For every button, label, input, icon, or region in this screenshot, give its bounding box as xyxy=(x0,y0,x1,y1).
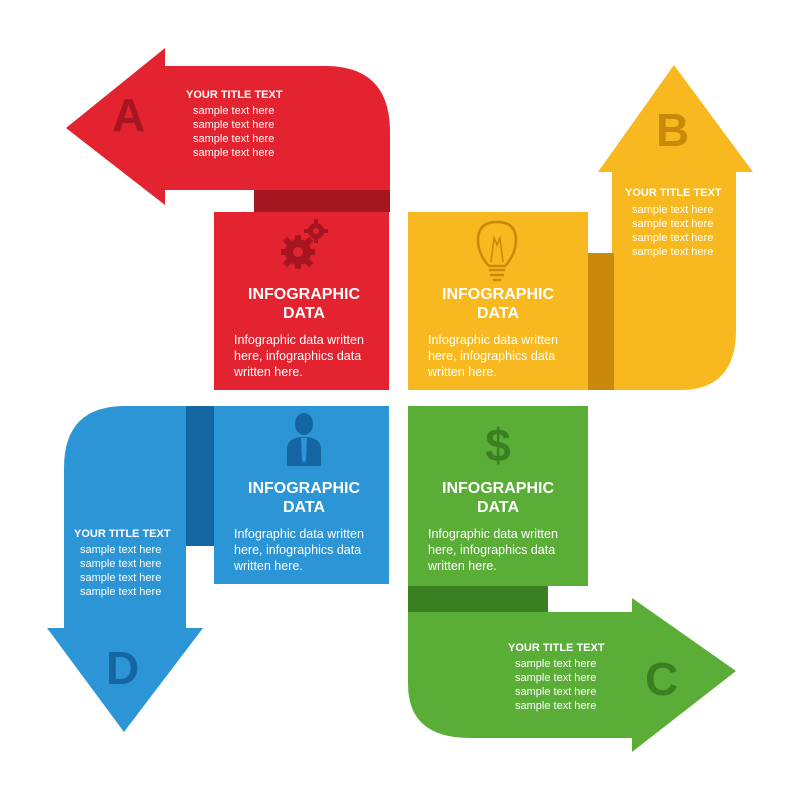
box-red-body-line: written here. xyxy=(234,365,303,379)
box-green: INFOGRAPHIC DATA Infographic data writte… xyxy=(408,406,581,584)
box-blue-body: Infographic data written here, infograph… xyxy=(234,526,384,574)
arrow-c-shape xyxy=(408,598,736,752)
dollar-icon: $ xyxy=(485,419,511,471)
box-green-heading-line: DATA xyxy=(476,499,520,516)
arrow-b-fold xyxy=(588,253,614,390)
arrow-d-line: sample text here xyxy=(80,586,162,598)
arrow-a-fold xyxy=(254,190,390,212)
box-blue-heading-line: INFOGRAPHIC xyxy=(248,480,360,497)
box-red: INFOGRAPHIC DATA Infographic data writte… xyxy=(214,212,387,390)
arrow-c-fold xyxy=(408,586,548,612)
box-green-heading-line: INFOGRAPHIC xyxy=(442,480,554,497)
lightbulb-icon xyxy=(476,220,518,282)
box-yellow-body-line: written here. xyxy=(428,365,497,379)
box-blue-heading-line: DATA xyxy=(282,499,326,516)
box-red-body-line: here, infographics data xyxy=(234,349,362,363)
arrow-c-title: YOUR TITLE TEXT xyxy=(508,642,605,654)
box-blue: INFOGRAPHIC DATA Infographic data writte… xyxy=(214,406,387,584)
box-red-body-line: Infographic data written xyxy=(234,333,364,347)
arrow-d-line: sample text here xyxy=(80,572,162,584)
arrow-c-line: sample text here xyxy=(515,658,597,670)
box-green-body: Infographic data written here, infograph… xyxy=(428,526,578,574)
arrow-c-line: sample text here xyxy=(515,700,597,712)
gears-icon xyxy=(281,219,328,269)
box-blue-shape xyxy=(214,406,389,584)
arrow-b-line: sample text here xyxy=(632,246,714,258)
arrow-b-line: sample text here xyxy=(632,204,714,216)
arrow-d-line: sample text here xyxy=(80,544,162,556)
arrow-b-shape xyxy=(555,65,753,390)
arrow-c-lines: sample text here sample text here sample… xyxy=(515,657,596,713)
arrow-c-line: sample text here xyxy=(515,672,597,684)
box-yellow-heading-line: DATA xyxy=(476,305,520,322)
box-yellow-heading-line: INFOGRAPHIC xyxy=(442,286,554,303)
arrow-d-fold xyxy=(186,406,214,546)
arrow-c-line: sample text here xyxy=(515,686,597,698)
box-red-heading-line: DATA xyxy=(282,305,326,322)
arrow-d-shape xyxy=(47,406,210,732)
arrow-a-line: sample text here xyxy=(193,133,275,145)
box-green-body-line: Infographic data written xyxy=(428,527,558,541)
arrow-b-line: sample text here xyxy=(632,218,714,230)
arrow-d-line: sample text here xyxy=(80,558,162,570)
box-yellow-body: Infographic data written here, infograph… xyxy=(428,332,578,380)
arrow-d-letter: D xyxy=(106,642,140,694)
box-green-heading: INFOGRAPHIC DATA xyxy=(428,479,568,517)
arrow-a-lines: sample text here sample text here sample… xyxy=(193,104,274,160)
arrow-a-line: sample text here xyxy=(193,105,275,117)
person-icon xyxy=(287,413,321,466)
box-red-heading-line: INFOGRAPHIC xyxy=(248,286,360,303)
box-yellow-heading: INFOGRAPHIC DATA xyxy=(428,285,568,323)
box-blue-body-line: written here. xyxy=(234,559,303,573)
arrow-d-title: YOUR TITLE TEXT xyxy=(74,528,171,540)
box-red-heading: INFOGRAPHIC DATA xyxy=(234,285,374,323)
box-yellow-body-line: here, infographics data xyxy=(428,349,556,363)
arrow-b-title: YOUR TITLE TEXT xyxy=(625,187,722,199)
arrow-a-letter: A xyxy=(112,89,146,141)
box-red-body: Infographic data written here, infograph… xyxy=(234,332,384,380)
box-yellow-body-line: Infographic data written xyxy=(428,333,558,347)
arrow-a-line: sample text here xyxy=(193,147,275,159)
arrow-a-shape xyxy=(66,48,390,205)
arrow-c-letter: C xyxy=(645,653,679,705)
box-green-shape xyxy=(408,406,588,586)
arrow-a-title: YOUR TITLE TEXT xyxy=(186,89,283,101)
box-blue-body-line: Infographic data written xyxy=(234,527,364,541)
arrow-b-lines: sample text here sample text here sample… xyxy=(632,203,713,259)
arrow-a-line: sample text here xyxy=(193,119,275,131)
arrow-b-letter: B xyxy=(656,104,690,156)
box-yellow: INFOGRAPHIC DATA Infographic data writte… xyxy=(408,212,581,390)
box-blue-body-line: here, infographics data xyxy=(234,543,362,557)
arrow-b-line: sample text here xyxy=(632,232,714,244)
box-green-body-line: written here. xyxy=(428,559,497,573)
dollar-glyph: $ xyxy=(485,419,511,471)
arrow-d-lines: sample text here sample text here sample… xyxy=(80,543,161,599)
box-green-body-line: here, infographics data xyxy=(428,543,556,557)
box-blue-heading: INFOGRAPHIC DATA xyxy=(234,479,374,517)
